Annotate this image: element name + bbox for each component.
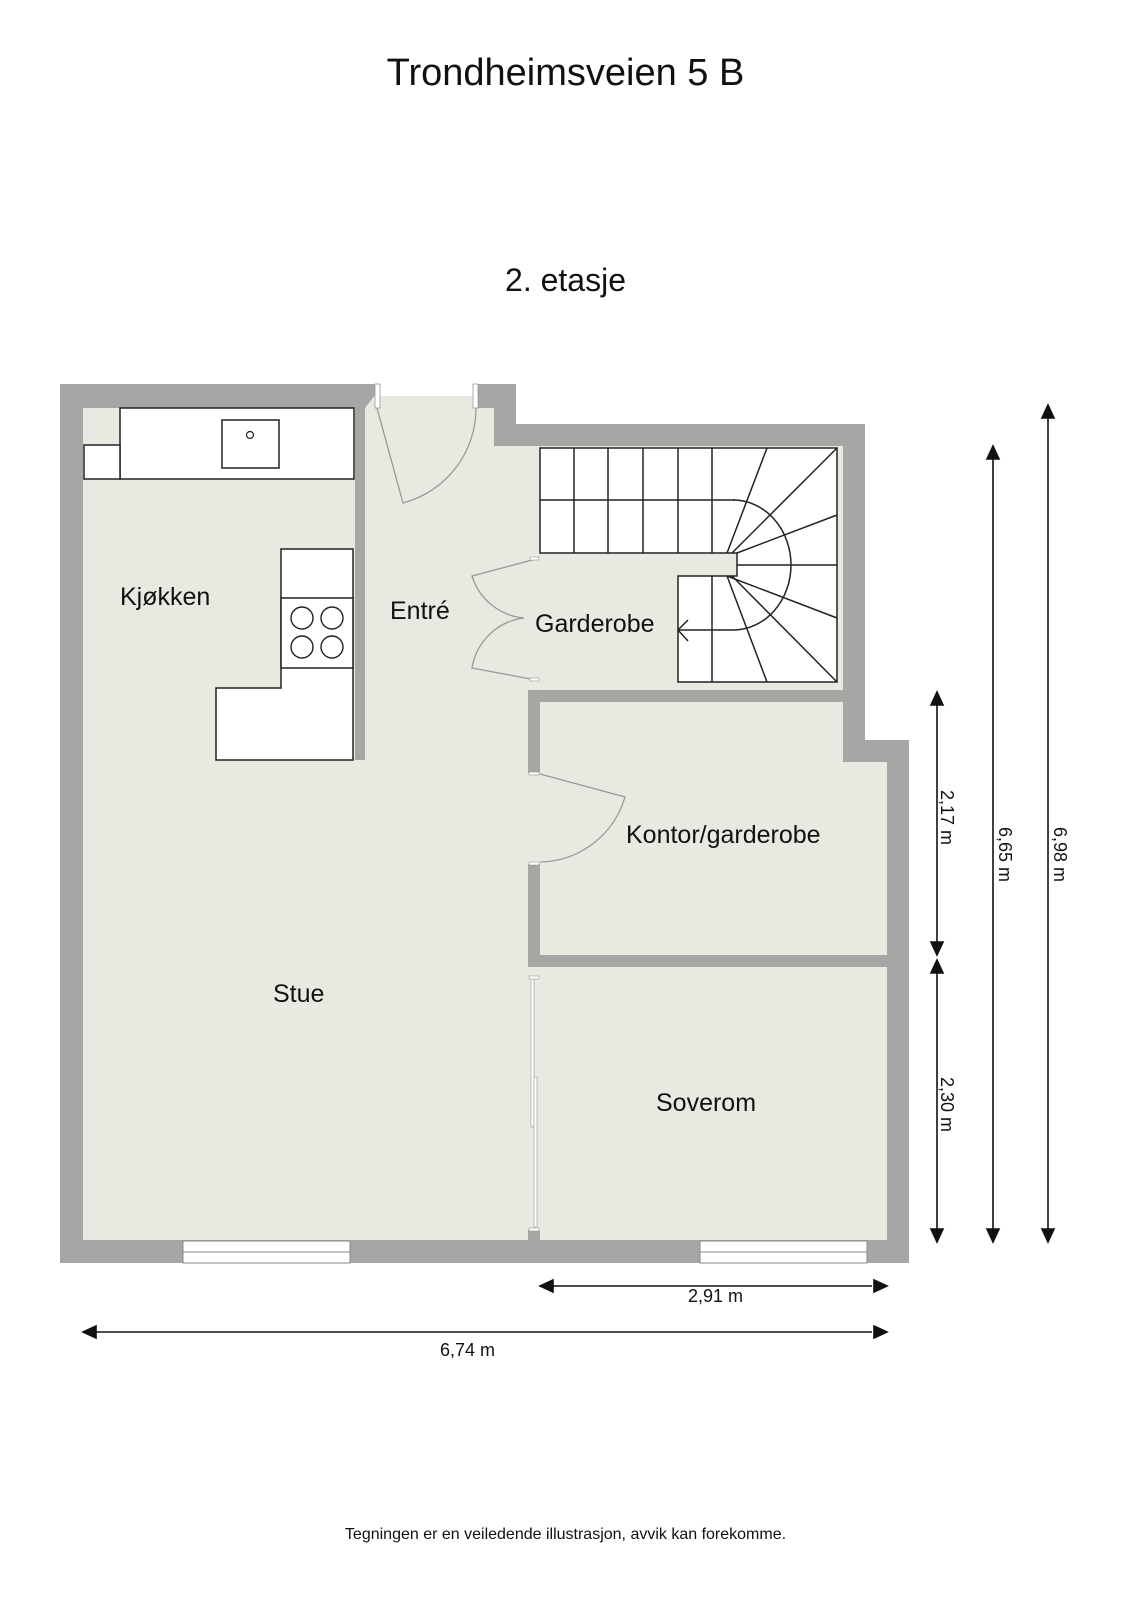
dimension-lines bbox=[81, 403, 1056, 1340]
burner-icon bbox=[320, 606, 344, 630]
room-label-kontor: Kontor/garderobe bbox=[626, 821, 821, 849]
entry-jamb-left bbox=[374, 383, 381, 409]
dim-label-230: 2,30 m bbox=[937, 1077, 957, 1133]
office-door-opening bbox=[528, 773, 540, 864]
floor-label: 2. etasje bbox=[505, 262, 626, 298]
sink-drain bbox=[245, 430, 255, 440]
room-label-stue: Stue bbox=[273, 980, 325, 1008]
sliding-door-panel bbox=[533, 1076, 538, 1228]
burner-icon bbox=[290, 606, 314, 630]
kontor-soverom-wall bbox=[528, 955, 887, 967]
dim-label-217: 2,17 m bbox=[937, 790, 957, 846]
room-label-kjokken: Kjøkken bbox=[120, 583, 211, 611]
entry-opening bbox=[375, 384, 478, 396]
window-stue bbox=[182, 1240, 351, 1264]
entry-jamb-right bbox=[472, 383, 479, 409]
room-label-garderobe: Garderobe bbox=[535, 610, 655, 638]
plan-title: Trondheimsveien 5 B bbox=[386, 52, 745, 94]
door-jamb bbox=[528, 771, 540, 776]
sliding-door-panel bbox=[530, 978, 535, 1128]
dim-label-674: 6,74 m bbox=[440, 1340, 496, 1360]
disclaimer: Tegningen er en veiledende illustrasjon,… bbox=[344, 1526, 787, 1543]
burner-icon bbox=[290, 635, 314, 659]
door-jamb bbox=[529, 556, 540, 561]
stove bbox=[280, 597, 354, 669]
stue-kontor-wall-upper bbox=[528, 690, 540, 773]
room-label-entre: Entré bbox=[390, 597, 450, 625]
dim-label-665: 6,65 m bbox=[995, 827, 1015, 883]
door-jamb bbox=[529, 677, 540, 682]
kitchen-entry-wall bbox=[355, 408, 365, 760]
stairs bbox=[539, 447, 838, 683]
kitchen-corner-counter bbox=[83, 444, 121, 480]
sink bbox=[221, 419, 280, 469]
stue-kontor-wall-lower bbox=[528, 864, 540, 967]
garderobe-double-door bbox=[471, 558, 537, 681]
office-door-swing bbox=[539, 773, 626, 863]
door-jamb bbox=[528, 1227, 540, 1232]
garderobe-kontor-wall bbox=[528, 690, 843, 702]
door-jamb bbox=[528, 861, 540, 866]
burner-icon bbox=[320, 635, 344, 659]
entry-door-swing bbox=[376, 407, 477, 504]
window-soverom bbox=[699, 1240, 868, 1264]
sliding-door-stub bbox=[528, 1230, 540, 1240]
dim-label-698: 6,98 m bbox=[1050, 827, 1070, 883]
dim-label-291: 2,91 m bbox=[688, 1286, 744, 1306]
door-jamb bbox=[528, 975, 540, 980]
room-label-soverom: Soverom bbox=[656, 1089, 757, 1117]
